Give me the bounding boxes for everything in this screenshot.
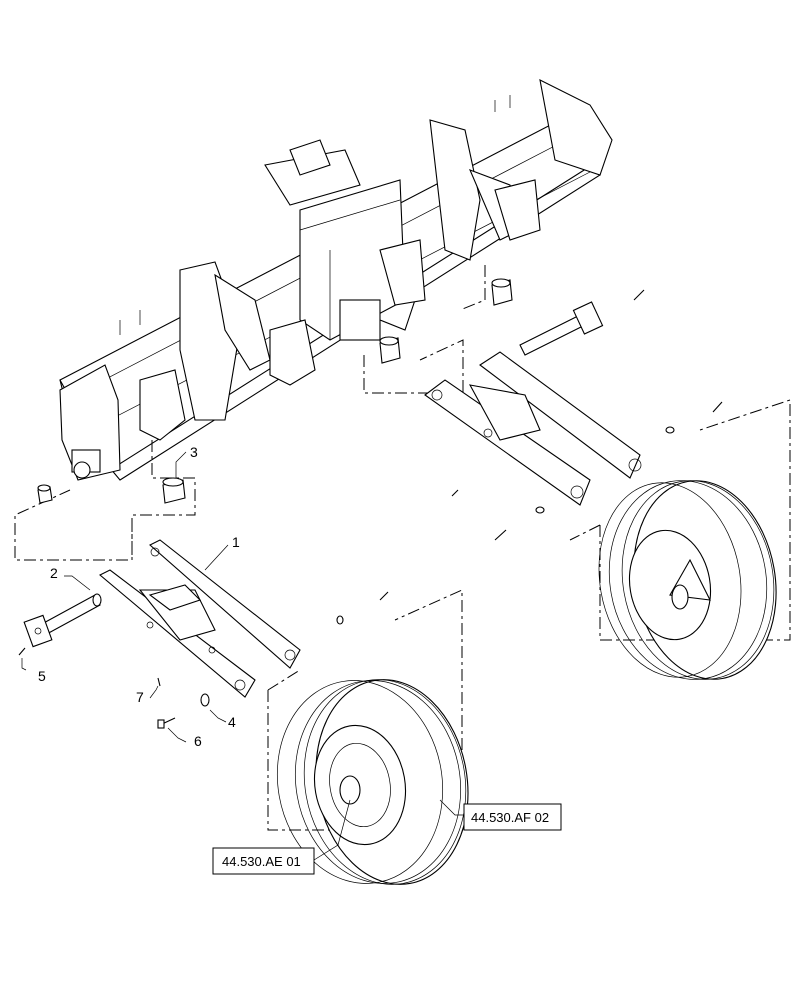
reference-label-wheel-rear: 44.530.AF 02 bbox=[471, 810, 549, 825]
front-walking-arm bbox=[99, 539, 301, 698]
front-wheel bbox=[276, 679, 469, 885]
rear-walking-arm bbox=[379, 278, 723, 541]
callout-5: 5 bbox=[38, 668, 46, 684]
callout-1: 1 bbox=[232, 534, 240, 550]
callout-7: 7 bbox=[136, 689, 144, 705]
reference-label-wheel-front: 44.530.AE 01 bbox=[222, 854, 301, 869]
hardware bbox=[18, 591, 389, 729]
toolbar-frame bbox=[59, 79, 613, 481]
reference-box-wheel-rear[interactable]: 44.530.AF 02 bbox=[463, 803, 562, 831]
rear-wheel bbox=[598, 480, 777, 680]
reference-box-wheel-front[interactable]: 44.530.AE 01 bbox=[212, 847, 315, 875]
callout-leaders bbox=[21, 451, 464, 861]
bushing bbox=[37, 477, 186, 504]
pivot-pin bbox=[23, 593, 102, 648]
callout-2: 2 bbox=[50, 565, 58, 581]
callout-4: 4 bbox=[228, 714, 236, 730]
callout-6: 6 bbox=[194, 733, 202, 749]
callout-3: 3 bbox=[190, 444, 198, 460]
